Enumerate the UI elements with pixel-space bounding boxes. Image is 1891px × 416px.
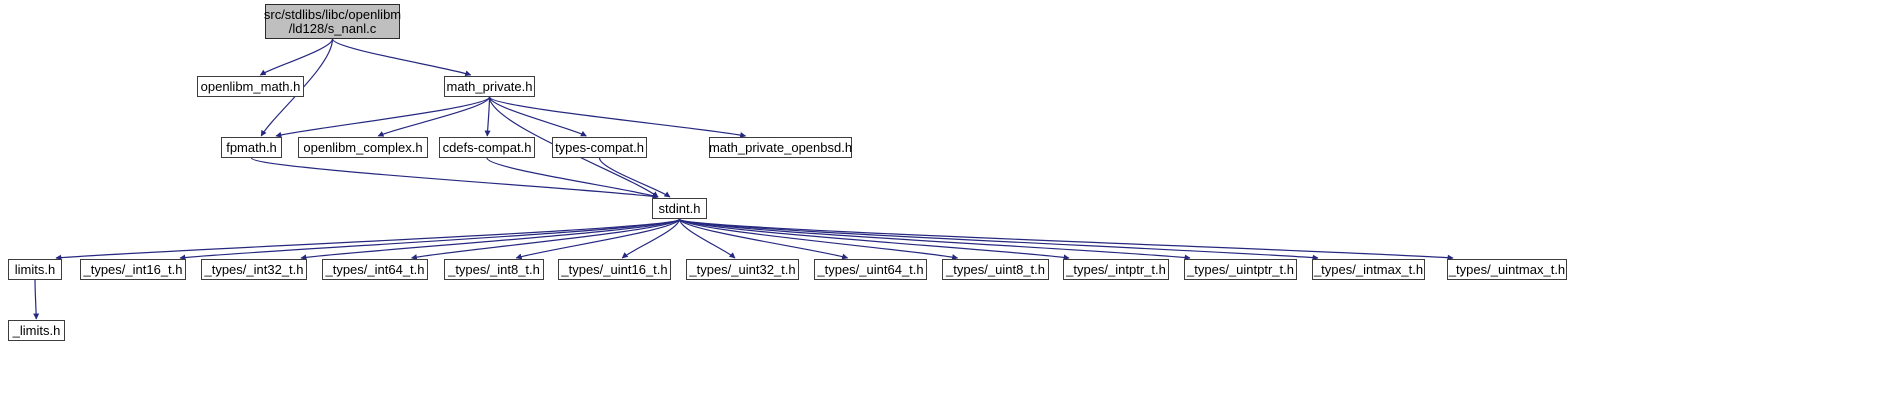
edge-math_private-to-cdefs_compat	[484, 96, 491, 137]
edge-stdint-to-uint64	[678, 218, 849, 260]
node-math_private_openbsd[interactable]: math_private_openbsd.h	[709, 137, 852, 158]
node-label: _types/_uintptr_t.h	[1187, 261, 1294, 277]
edge-stdint-to-int16	[179, 218, 681, 261]
node-_limits[interactable]: _limits.h	[8, 320, 65, 341]
node-types_compat[interactable]: types-compat.h	[552, 137, 647, 158]
node-label: stdint.h	[658, 200, 701, 216]
edge-limits-to-_limits	[33, 279, 40, 320]
node-limits[interactable]: limits.h	[8, 259, 62, 280]
edge-stdint-to-uint32	[678, 218, 736, 259]
node-openlibm_complex[interactable]: openlibm_complex.h	[298, 137, 428, 158]
node-intptr[interactable]: _types/_intptr_t.h	[1063, 259, 1169, 280]
node-label: math_private.h	[446, 78, 533, 94]
node-int64[interactable]: _types/_int64_t.h	[322, 259, 428, 280]
edge-math_private-to-fpmath	[275, 96, 491, 138]
node-int8[interactable]: _types/_int8_t.h	[444, 259, 544, 280]
node-label: cdefs-compat.h	[442, 139, 532, 155]
node-uint32[interactable]: _types/_uint32_t.h	[686, 259, 799, 280]
node-label: _types/_uint16_t.h	[561, 261, 668, 277]
node-uintmax[interactable]: _types/_uintmax_t.h	[1447, 259, 1567, 280]
edge-stdint-to-intptr	[678, 218, 1070, 261]
node-label: openlibm_complex.h	[303, 139, 423, 155]
node-label: _types/_uint32_t.h	[689, 261, 796, 277]
node-label: _types/_uint64_t.h	[817, 261, 924, 277]
edge-stdint-to-uintptr	[678, 218, 1191, 261]
node-stdint[interactable]: stdint.h	[652, 198, 707, 219]
node-label: _types/_uint8_t.h	[945, 261, 1046, 277]
edge-fpmath-to-stdint	[250, 157, 659, 200]
node-uint8[interactable]: _types/_uint8_t.h	[942, 259, 1049, 280]
edge-stdint-to-int8	[515, 218, 681, 260]
node-label: _types/_int16_t.h	[83, 261, 183, 277]
edge-math_private-to-types_compat	[488, 96, 587, 137]
node-label: _types/_intptr_t.h	[1066, 261, 1166, 277]
edge-types_compat-to-stdint	[598, 157, 671, 198]
edge-stdint-to-uintmax	[678, 218, 1454, 261]
node-label: _types/_int8_t.h	[448, 261, 540, 277]
edge-s_nanl-to-math_private	[331, 38, 472, 77]
node-intmax[interactable]: _types/_intmax_t.h	[1312, 259, 1425, 280]
edge-stdint-to-limits	[55, 218, 681, 261]
node-math_private[interactable]: math_private.h	[444, 76, 535, 97]
node-cdefs_compat[interactable]: cdefs-compat.h	[439, 137, 535, 158]
node-uintptr[interactable]: _types/_uintptr_t.h	[1184, 259, 1297, 280]
node-int32[interactable]: _types/_int32_t.h	[201, 259, 307, 280]
node-label: _types/_int32_t.h	[204, 261, 304, 277]
node-s_nanl[interactable]: src/stdlibs/libc/openlibm /ld128/s_nanl.…	[263, 4, 402, 39]
node-label: src/stdlibs/libc/openlibm /ld128/s_nanl.…	[263, 6, 402, 36]
node-label: _types/_uintmax_t.h	[1448, 261, 1566, 277]
node-label: _limits.h	[12, 322, 61, 338]
node-label: openlibm_math.h	[200, 78, 301, 94]
node-label: _types/_int64_t.h	[325, 261, 425, 277]
edge-s_nanl-to-openlibm_math	[259, 38, 334, 76]
node-label: math_private_openbsd.h	[708, 139, 853, 155]
node-label: fpmath.h	[226, 139, 277, 155]
node-openlibm_math[interactable]: openlibm_math.h	[197, 76, 304, 97]
node-uint16[interactable]: _types/_uint16_t.h	[558, 259, 671, 280]
edge-stdint-to-uint8	[678, 218, 959, 261]
node-int16[interactable]: _types/_int16_t.h	[80, 259, 186, 280]
node-uint64[interactable]: _types/_uint64_t.h	[814, 259, 927, 280]
node-label: types-compat.h	[555, 139, 644, 155]
edge-cdefs_compat-to-stdint	[486, 157, 659, 199]
edge-math_private-to-openlibm_complex	[377, 96, 491, 137]
edge-stdint-to-intmax	[678, 218, 1319, 261]
node-label: _types/_intmax_t.h	[1313, 261, 1424, 277]
node-fpmath[interactable]: fpmath.h	[221, 137, 282, 158]
edge-stdint-to-uint16	[621, 218, 681, 259]
edge-math_private-to-math_private_openbsd	[488, 96, 747, 138]
edge-stdint-to-int32	[300, 218, 681, 261]
node-label: limits.h	[14, 261, 56, 277]
edge-stdint-to-int64	[410, 218, 681, 260]
